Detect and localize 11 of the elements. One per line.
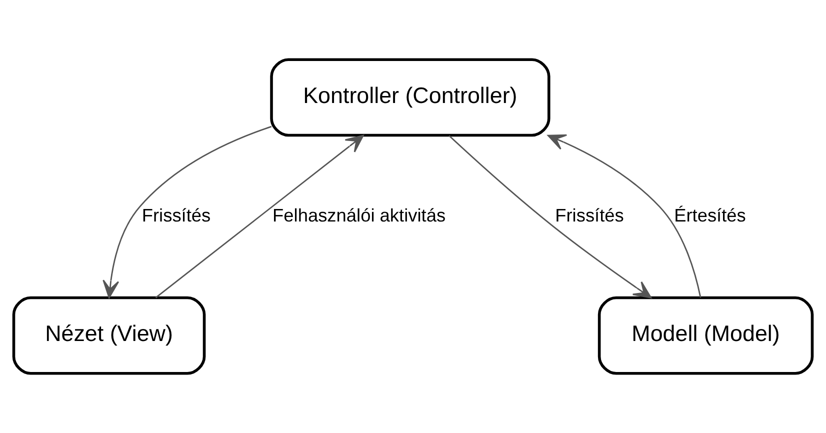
edge-label: Értesítés — [674, 205, 746, 226]
arrow — [448, 135, 652, 298]
edge-label: Frissítés — [555, 205, 624, 226]
arrow — [547, 134, 702, 298]
arrow — [155, 134, 364, 298]
node-box: Nézet (View) — [12, 296, 206, 375]
arrow — [102, 126, 272, 298]
node-box: Modell (Model) — [598, 296, 814, 375]
edge-label: Felhasználói aktivitás — [272, 205, 446, 226]
node-box: Kontroller (Controller) — [270, 58, 550, 137]
edge-label: Frissítés — [142, 205, 211, 226]
